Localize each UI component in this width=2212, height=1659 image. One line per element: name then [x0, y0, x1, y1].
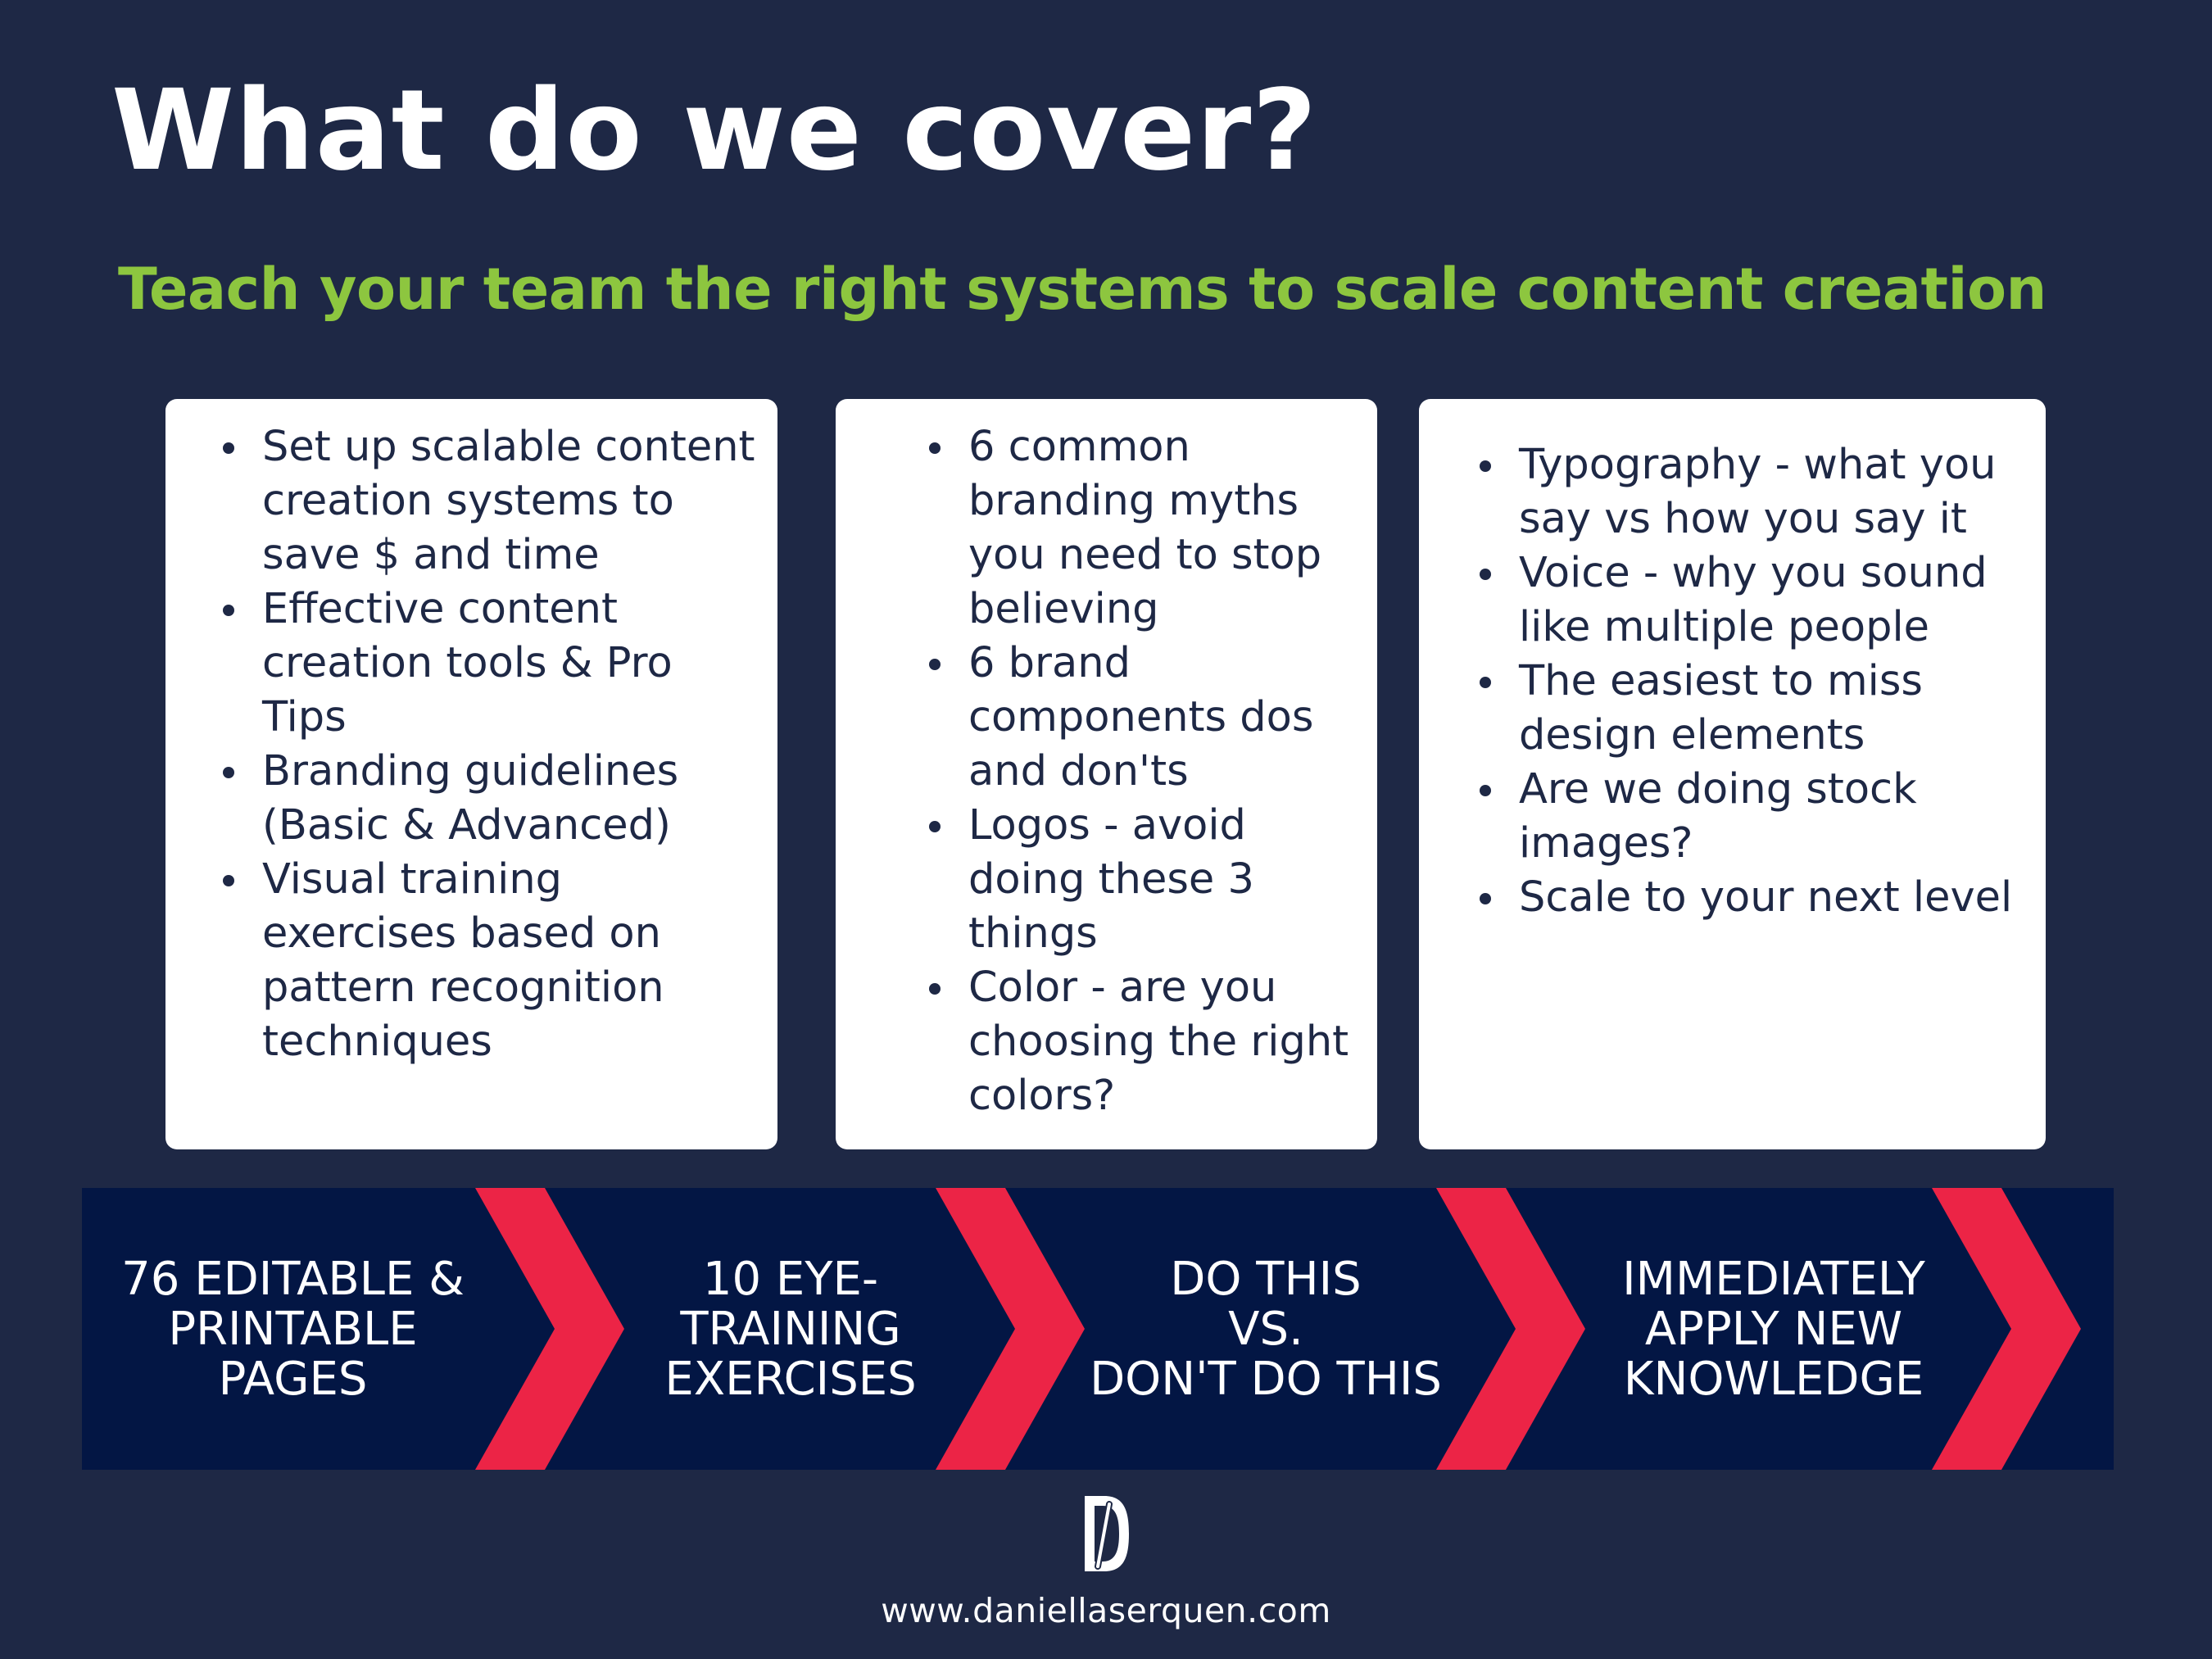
list-item: 6 brand components dos and don'ts — [929, 637, 1369, 799]
chevron-right-icon — [936, 1188, 1085, 1470]
topic-list: Set up scalable content creation systems… — [223, 420, 758, 1069]
chevron-right-icon — [1932, 1188, 2081, 1470]
list-item: Are we doing stock images? — [1480, 763, 2029, 871]
list-item: Effective content creation tools & Pro T… — [223, 582, 758, 745]
chevron-right-icon — [475, 1188, 624, 1470]
topic-list: 6 common branding myths you need to stop… — [929, 420, 1369, 1123]
list-item: 6 common branding myths you need to stop… — [929, 420, 1369, 637]
topic-card-design: Typography - what you say vs how you say… — [1419, 399, 2046, 1149]
list-item: Color - are you choosing the right color… — [929, 961, 1369, 1123]
page-subtitle: Teach your team the right systems to sca… — [118, 256, 2047, 323]
banner-background — [82, 1188, 2114, 1470]
steps-banner-graphic — [82, 1188, 2114, 1470]
steps-banner — [0, 1188, 2212, 1470]
step-do-vs-dont: DO THIS VS. DON'T DO THIS — [1090, 1252, 1442, 1406]
list-item: Voice - why you sound like multiple peop… — [1480, 546, 2029, 655]
topic-card-systems: Set up scalable content creation systems… — [165, 399, 777, 1149]
list-item: Visual training exercises based on patte… — [223, 853, 758, 1069]
topic-card-branding: 6 common branding myths you need to stop… — [836, 399, 1377, 1149]
list-item: The easiest to miss design elements — [1480, 655, 2029, 763]
list-item: Branding guidelines (Basic & Advanced) — [223, 745, 758, 853]
page-title: What do we cover? — [111, 66, 1318, 196]
list-item: Typography - what you say vs how you say… — [1480, 438, 2029, 546]
step-eye-training: 10 EYE- TRAINING EXERCISES — [664, 1252, 917, 1406]
website-url: www.daniellaserquen.com — [881, 1591, 1331, 1630]
step-apply-knowledge: IMMEDIATELY APPLY NEW KNOWLEDGE — [1622, 1252, 1925, 1406]
step-editable-pages: 76 EDITABLE & PRINTABLE PAGES — [121, 1252, 465, 1406]
chevron-right-icon — [1436, 1188, 1585, 1470]
topic-list: Typography - what you say vs how you say… — [1480, 438, 2029, 925]
list-item: Set up scalable content creation systems… — [223, 420, 758, 582]
list-item: Logos - avoid doing these 3 things — [929, 799, 1369, 961]
list-item: Scale to your next level — [1480, 871, 2029, 925]
logo-icon — [1085, 1496, 1129, 1571]
